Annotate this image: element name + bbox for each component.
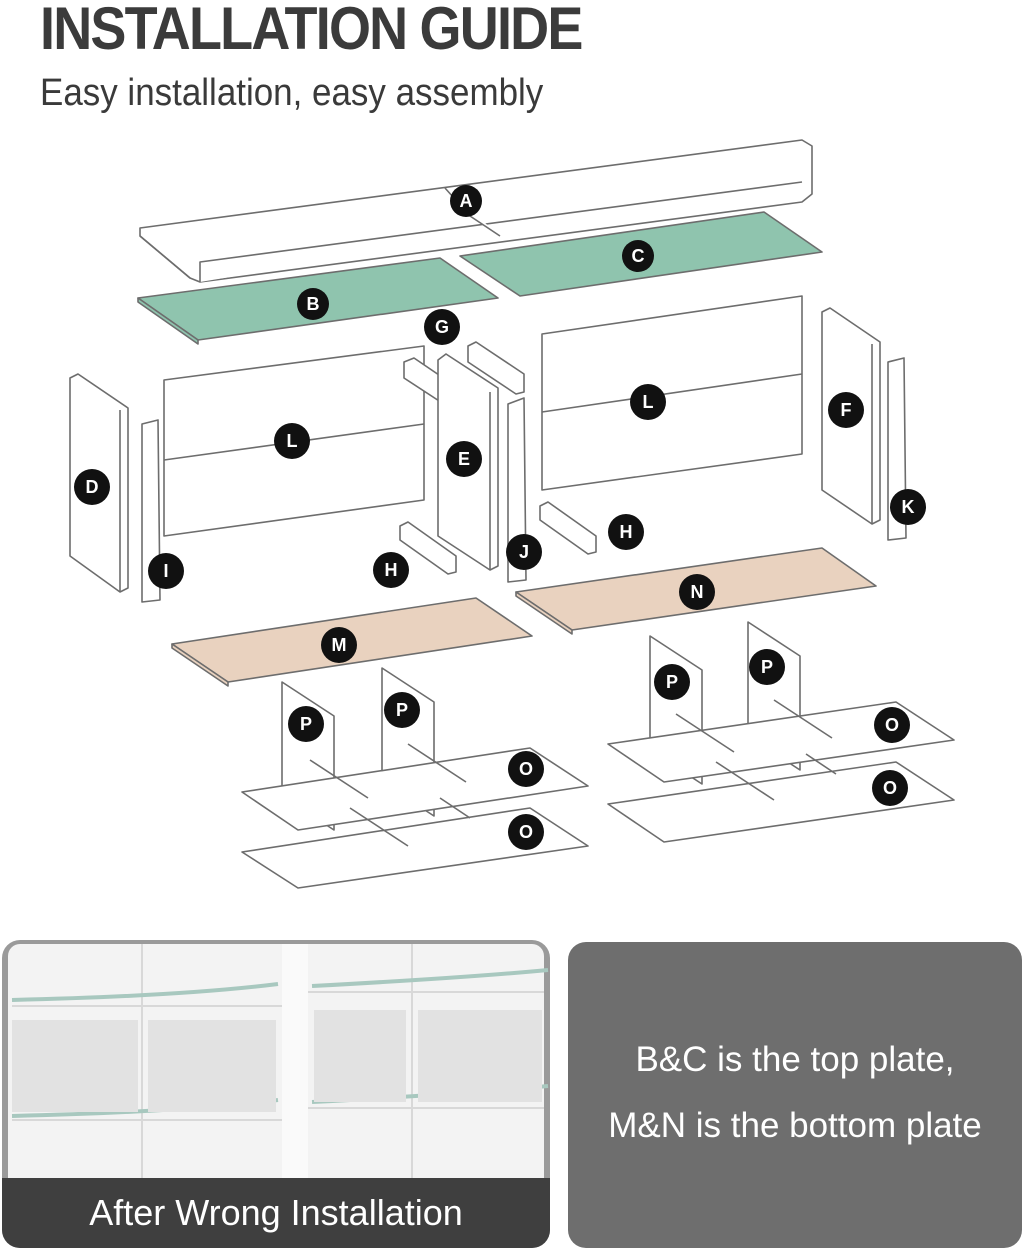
svg-text:O: O (519, 822, 533, 842)
label-f: F (828, 392, 864, 428)
wrong-installation-photo: After Wrong Installation (2, 940, 550, 1248)
label-g: G (424, 309, 460, 345)
svg-text:L: L (643, 392, 654, 412)
svg-text:G: G (435, 317, 449, 337)
label-j: J (506, 534, 542, 570)
cabinet-photo-illustration (8, 944, 549, 1244)
label-h-left: H (373, 552, 409, 588)
svg-text:P: P (761, 657, 773, 677)
svg-text:P: P (396, 700, 408, 720)
label-o-4: O (872, 770, 908, 806)
wrong-installation-caption: After Wrong Installation (2, 1178, 550, 1248)
note-line-bottom-plate: M&N is the bottom plate (608, 1106, 982, 1145)
label-h-right: H (608, 514, 644, 550)
svg-text:C: C (632, 246, 645, 266)
label-l-left: L (274, 423, 310, 459)
label-o-1: O (508, 751, 544, 787)
svg-text:A: A (460, 191, 473, 211)
label-n: N (679, 574, 715, 610)
label-c: C (622, 240, 654, 272)
svg-text:M: M (332, 635, 347, 655)
svg-text:I: I (163, 561, 168, 581)
svg-text:P: P (300, 714, 312, 734)
plate-note-panel: B&C is the top plate, M&N is the bottom … (568, 942, 1022, 1248)
part-l-back-panel-right (541, 295, 803, 491)
svg-text:E: E (458, 449, 470, 469)
svg-text:H: H (385, 560, 398, 580)
svg-text:O: O (519, 759, 533, 779)
label-m: M (321, 627, 357, 663)
shelf-group-right (607, 621, 955, 843)
label-k: K (890, 489, 926, 525)
svg-text:O: O (885, 715, 899, 735)
label-p-2: P (384, 692, 420, 728)
svg-text:J: J (519, 542, 529, 562)
svg-text:O: O (883, 778, 897, 798)
svg-text:K: K (902, 497, 915, 517)
part-h-block-left (399, 521, 457, 575)
label-a: A (450, 185, 482, 217)
label-o-2: O (508, 814, 544, 850)
label-d: D (74, 469, 110, 505)
page-subtitle: Easy installation, easy assembly (40, 72, 544, 114)
note-line-top-plate: B&C is the top plate, (635, 1040, 955, 1079)
svg-text:F: F (841, 400, 852, 420)
part-g-block-right (467, 341, 525, 395)
svg-text:B: B (307, 294, 320, 314)
label-p-3: P (654, 664, 690, 700)
part-h-block-right (539, 501, 597, 555)
label-i: I (148, 553, 184, 589)
exploded-assembly-diagram: A B C D E F G H H I J K L L M N P P P P … (69, 139, 955, 889)
svg-text:D: D (86, 477, 99, 497)
svg-text:H: H (620, 522, 633, 542)
label-b: B (297, 288, 329, 320)
label-o-3: O (874, 707, 910, 743)
page-title: INSTALLATION GUIDE (40, 0, 583, 62)
label-p-1: P (288, 706, 324, 742)
label-e: E (446, 441, 482, 477)
svg-text:L: L (287, 431, 298, 451)
svg-text:P: P (666, 672, 678, 692)
label-p-4: P (749, 649, 785, 685)
label-l-right: L (630, 384, 666, 420)
svg-text:N: N (691, 582, 704, 602)
